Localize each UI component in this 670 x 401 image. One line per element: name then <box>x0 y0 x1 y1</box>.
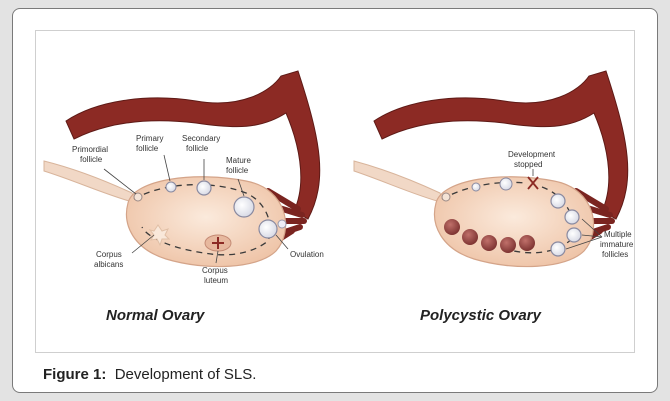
label-primary-1: Primary <box>136 134 164 143</box>
label-ovulation: Ovulation <box>290 250 324 259</box>
normal-ovary: Primordial follicle Primary follicle Sec… <box>44 71 324 324</box>
cyst-3 <box>481 235 497 251</box>
corpus-luteum <box>205 235 231 251</box>
cyst-5 <box>519 235 535 251</box>
figure-card: Primordial follicle Primary follicle Sec… <box>12 8 658 393</box>
egg <box>278 220 286 228</box>
label-mature-1: Mature <box>226 156 251 165</box>
caption-text: Development of SLS. <box>115 366 257 383</box>
follicle-small-1 <box>442 193 450 201</box>
follicle-small-3 <box>500 178 512 190</box>
cyst-1 <box>444 219 460 235</box>
polycystic-ovary: Development stopped Multiple immature fo… <box>354 71 634 324</box>
secondary-follicle <box>197 181 211 195</box>
label-secondary-2: follicle <box>186 144 209 153</box>
mature-follicle <box>234 197 254 217</box>
cyst-2 <box>462 229 478 245</box>
label-immature-3: follicles <box>602 250 628 259</box>
caption-prefix: Figure 1: <box>43 366 106 383</box>
label-secondary-1: Secondary <box>182 134 220 143</box>
label-albicans-1: Corpus <box>96 250 122 259</box>
cyst-4 <box>500 237 516 253</box>
label-mature-2: follicle <box>226 166 249 175</box>
title-polycystic-ovary: Polycystic Ovary <box>420 307 542 324</box>
label-immature-2: immature <box>600 240 634 249</box>
immature-follicle-4 <box>551 242 565 256</box>
label-primordial-2: follicle <box>80 155 103 164</box>
ovary-diagram: Primordial follicle Primary follicle Sec… <box>36 31 636 354</box>
primary-follicle <box>166 182 176 192</box>
label-luteum-2: luteum <box>204 276 228 285</box>
figure-frame: Primordial follicle Primary follicle Sec… <box>35 30 635 353</box>
title-normal-ovary: Normal Ovary <box>106 307 205 324</box>
immature-follicle-1 <box>551 194 565 208</box>
figure-caption: Figure 1: Development of SLS. <box>43 366 256 383</box>
follicle-small-2 <box>472 183 480 191</box>
label-immature-1: Multiple <box>604 230 632 239</box>
label-stopped-2: stopped <box>514 160 542 169</box>
immature-follicle-2 <box>565 210 579 224</box>
label-stopped-1: Development <box>508 150 556 159</box>
primordial-follicle <box>134 193 142 201</box>
ligament-left <box>44 161 136 203</box>
label-albicans-2: albicans <box>94 260 123 269</box>
immature-follicle-3 <box>567 228 581 242</box>
ovulating-follicle <box>259 220 277 238</box>
label-luteum-1: Corpus <box>202 266 228 275</box>
label-primary-2: follicle <box>136 144 159 153</box>
label-primordial-1: Primordial <box>72 145 108 154</box>
ligament-right <box>354 161 444 203</box>
